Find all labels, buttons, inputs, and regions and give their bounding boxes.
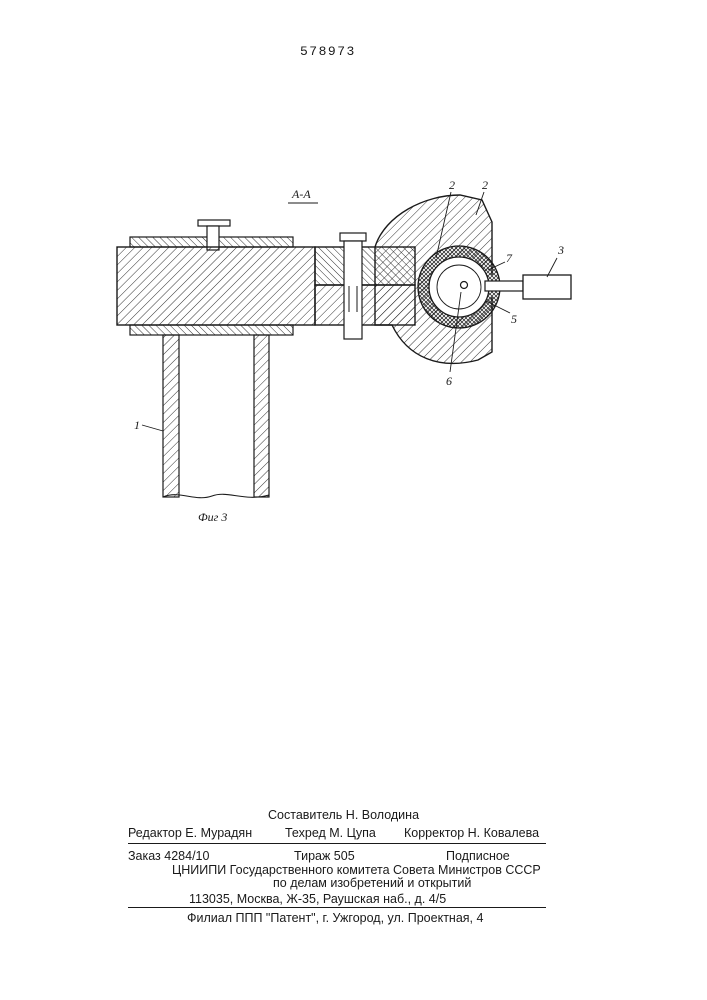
callout-2b: 2 bbox=[482, 178, 488, 192]
imprint-divider bbox=[128, 843, 546, 844]
ball-center-point bbox=[461, 282, 468, 289]
section-label: А-А bbox=[291, 187, 311, 201]
technical-drawing: А-А 2 2 3 7 5 6 1 Фиг 3 bbox=[0, 0, 707, 560]
imprint-institute: ЦНИИПИ Государственного комитета Совета … bbox=[172, 863, 541, 877]
figure-caption: Фиг 3 bbox=[198, 510, 227, 524]
tube-left-wall bbox=[163, 335, 179, 497]
imprint-circulation: Тираж 505 bbox=[294, 849, 355, 863]
imprint-corrector: Корректор Н. Ковалева bbox=[404, 826, 539, 840]
bolt-head bbox=[340, 233, 366, 241]
callout-1: 1 bbox=[134, 418, 140, 432]
clamp-screw-head bbox=[198, 220, 230, 226]
probe-handle bbox=[523, 275, 571, 299]
bolt-shank bbox=[344, 241, 362, 339]
imprint-divider-2 bbox=[128, 907, 546, 908]
imprint-address: 113035, Москва, Ж-35, Раушская наб., д. … bbox=[189, 892, 446, 906]
imprint-editor: Редактор Е. Мурадян bbox=[128, 826, 252, 840]
bottom-clamp-plate bbox=[130, 325, 293, 335]
callout-6: 7 bbox=[506, 251, 513, 265]
probe-rod bbox=[485, 281, 523, 291]
callout-7: 6 bbox=[446, 374, 452, 388]
tube-right-wall bbox=[254, 335, 269, 497]
imprint-compiler: Составитель Н. Володина bbox=[268, 808, 419, 822]
imprint-tech-editor: Техред М. Цупа bbox=[285, 826, 376, 840]
callout-2a: 2 bbox=[449, 178, 455, 192]
imprint-subscription: Подписное bbox=[446, 849, 510, 863]
imprint-affairs: по делам изобретений и открытий bbox=[273, 876, 471, 890]
imprint-order: Заказ 4284/10 bbox=[128, 849, 209, 863]
callout-3: 3 bbox=[557, 243, 564, 257]
callout-5: 5 bbox=[511, 312, 517, 326]
arm-body bbox=[117, 247, 315, 325]
imprint-branch: Филиал ППП "Патент", г. Ужгород, ул. Про… bbox=[187, 911, 483, 925]
